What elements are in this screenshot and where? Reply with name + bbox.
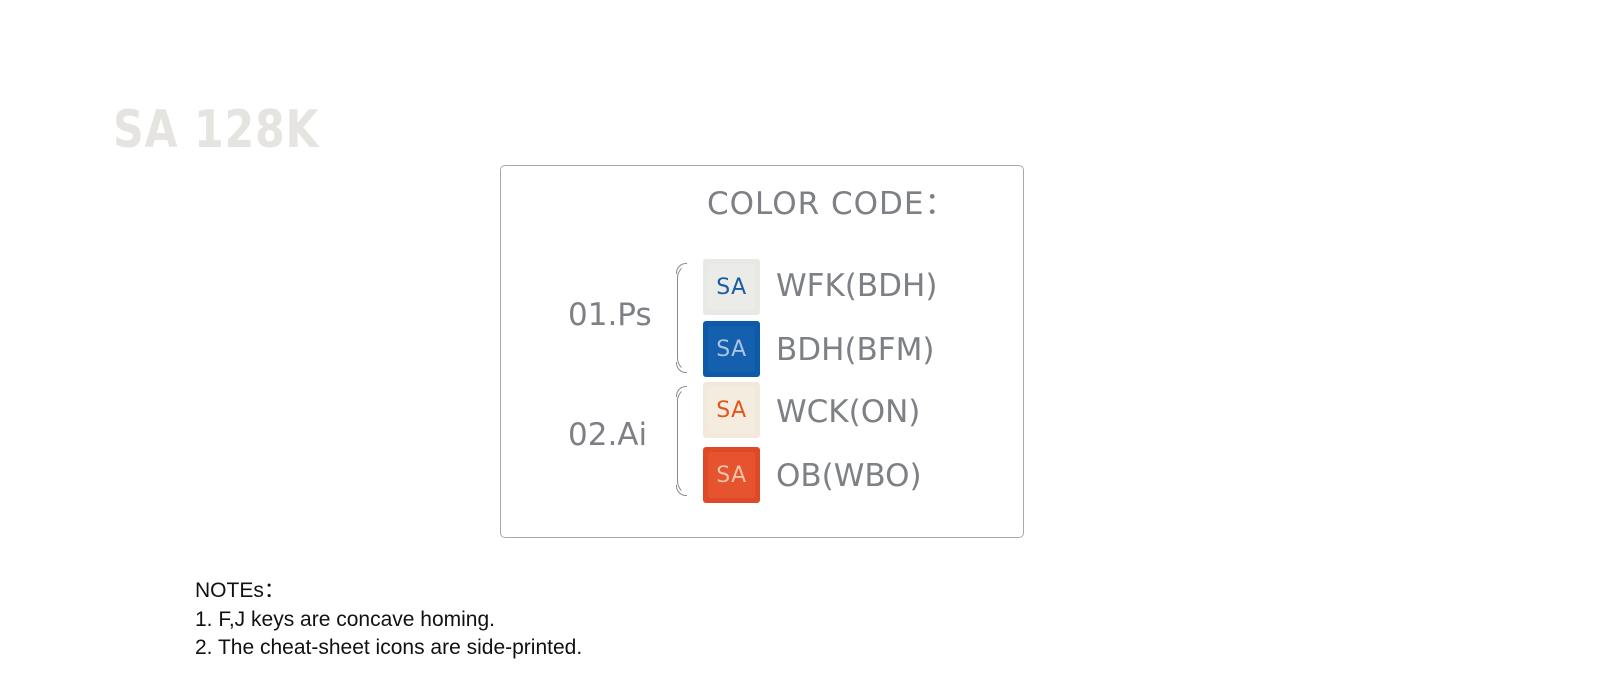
color-code-card: COLOR CODE： 01.Ps SA WFK(BDH) SA BDH(BFM… xyxy=(500,165,1024,538)
group-label-ps: 01.Ps xyxy=(568,297,652,333)
notes-block: NOTEs： 1. F,J keys are concave homing. 2… xyxy=(195,577,582,663)
note-line-1: 1. F,J keys are concave homing. xyxy=(195,607,495,631)
swatch-wck: SA xyxy=(703,382,760,438)
swatch-wfk-legend: SA xyxy=(716,274,747,300)
color-code-wck: WCK(ON) xyxy=(776,394,921,430)
swatch-wfk: SA xyxy=(703,259,760,315)
note-line-2: 2. The cheat-sheet icons are side-printe… xyxy=(195,636,583,659)
color-code-wfk: WFK(BDH) xyxy=(776,268,938,304)
swatch-bdh-face xyxy=(708,326,755,372)
product-watermark-title: SA 128K xyxy=(113,100,320,160)
group-brace-ai xyxy=(676,386,691,496)
notes-title: NOTEs： xyxy=(195,579,285,602)
swatch-ob: SA xyxy=(703,447,760,503)
swatch-bdh: SA xyxy=(703,321,760,377)
swatch-wfk-face xyxy=(708,264,755,310)
group-brace-ps xyxy=(676,263,691,373)
swatch-ob-legend: SA xyxy=(716,462,747,488)
swatch-wck-legend: SA xyxy=(716,397,747,423)
color-code-bdh: BDH(BFM) xyxy=(776,332,935,368)
swatch-ob-face xyxy=(708,452,755,498)
swatch-wck-face xyxy=(708,387,755,433)
swatch-bdh-legend: SA xyxy=(716,336,747,362)
color-code-heading: COLOR CODE： xyxy=(707,186,957,222)
group-label-ai: 02.Ai xyxy=(568,417,648,453)
color-code-ob: OB(WBO) xyxy=(776,458,922,494)
